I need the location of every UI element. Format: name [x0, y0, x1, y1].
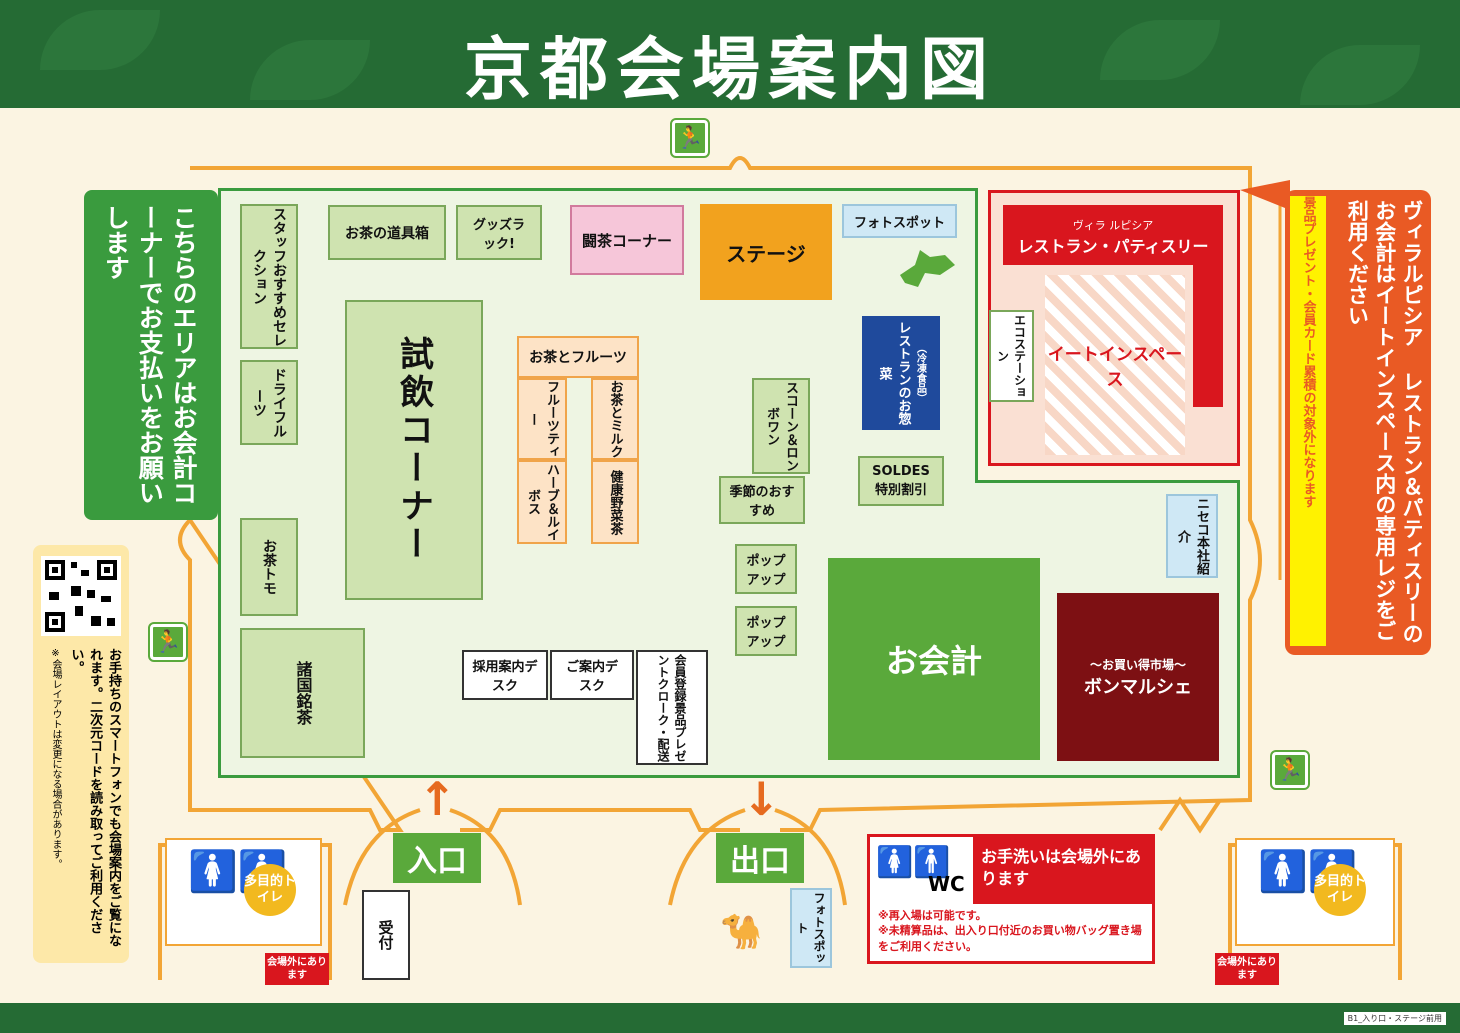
sozai-label: レストランのお惣菜: [876, 321, 911, 425]
camel-icon: 🐪: [720, 912, 763, 952]
bon-marche-title: ボンマルシェ: [1084, 676, 1192, 698]
booth-photo-spot-top[interactable]: フォトスポット: [842, 204, 957, 238]
booth-kenko-yasai[interactable]: 健康野菜茶: [591, 460, 639, 544]
wc-note: ※再入場は可能です。 ※未精算品は、出入り口付近のお買い物バッグ置き場をご利用く…: [878, 908, 1150, 954]
booth-shokoku-meicha[interactable]: 諸国銘茶: [240, 628, 365, 758]
booth-popup-1[interactable]: ポップアップ: [735, 544, 797, 594]
booth-scone[interactable]: スコーン＆ロンボワン: [752, 378, 810, 474]
booth-tocha-corner[interactable]: 闘茶コーナー: [570, 205, 684, 275]
payment-notice-text: こちらのエリアはお会計コーナーでお支払いをお願いします: [101, 205, 199, 505]
qr-code[interactable]: [41, 556, 121, 636]
exit-arrow-icon: ↓: [742, 772, 781, 826]
eco-station[interactable]: エコステーション: [989, 310, 1034, 402]
wc-note-bags: ※未精算品は、出入り口付近のお買い物バッグ置き場をご利用ください。: [878, 924, 1142, 953]
emergency-exit-icon: 🏃: [148, 622, 188, 662]
photo-spot-bottom[interactable]: フォトスポット: [790, 888, 832, 968]
qr-instructions: お手持ちのスマートフォンでも会場案内をご覧になれます。二次元コードを読み取ってご…: [68, 648, 121, 947]
notice-pointer: [1240, 180, 1290, 210]
desk-kaiin[interactable]: 会員登録景品プレゼントクローク・配送: [636, 650, 708, 765]
payment-notice-panel: [84, 190, 218, 520]
outside-note-right: 会場外にあります: [1215, 953, 1279, 985]
booth-staff-selection[interactable]: スタッフおすすめセレクション: [240, 204, 298, 349]
reception-desk[interactable]: 受付: [362, 890, 410, 980]
villa-label-main: レストラン・パティスリー: [1017, 237, 1209, 256]
booth-stage[interactable]: ステージ: [700, 204, 832, 300]
booth-soldes[interactable]: SOLDES 特別割引: [858, 456, 944, 506]
footer-banner: [0, 1003, 1460, 1033]
soldes-label: SOLDES: [872, 464, 930, 479]
emergency-exit-icon: 🏃: [1270, 750, 1310, 790]
entrance-label[interactable]: 入口: [393, 833, 481, 883]
booth-popup-2[interactable]: ポップアップ: [735, 606, 797, 656]
villa-restaurant-header[interactable]: ヴィラ ルピシア レストラン・パティスリー: [1003, 205, 1223, 265]
booth-ocha-dougu[interactable]: お茶の道具箱: [328, 205, 446, 260]
multi-toilet-badge: 多目的トイレ: [244, 864, 296, 916]
wc-notice-title: お手洗いは会場外にあります: [973, 836, 1154, 904]
booth-fruit-tea[interactable]: フルーツティー: [517, 378, 567, 460]
checkout-counter[interactable]: お会計: [828, 558, 1040, 760]
booth-niseko[interactable]: ニセコ本社紹介: [1166, 494, 1218, 578]
hokkaido-icon: [900, 250, 955, 287]
desk-annai[interactable]: ご案内デスク: [550, 650, 634, 700]
exit-label[interactable]: 出口: [716, 833, 804, 883]
map-title: 京都会場案内図: [463, 31, 996, 110]
booth-tea-milk[interactable]: お茶とミルク: [591, 378, 639, 460]
reito-label: （冷凍食品）: [914, 343, 926, 403]
villa-label-small: ヴィラ ルピシア: [1072, 219, 1154, 232]
footer-code: B1_入り口・ステージ前用: [1343, 1012, 1446, 1025]
booth-ocha-tomo[interactable]: お茶トモ: [240, 518, 298, 616]
qr-note: ※会場レイアウトは変更になる場合があります。: [50, 648, 61, 869]
desk-saiyo[interactable]: 採用案内デスク: [462, 650, 548, 700]
villa-counter: [1193, 262, 1223, 407]
restaurant-notice-sub: 景品プレゼント・会員カード累積の対象外になります: [1290, 196, 1326, 646]
bon-marche-sub: 〜お買い得市場〜: [1089, 657, 1186, 672]
qr-code-icon: [45, 560, 117, 632]
booth-dry-fruit[interactable]: ドライフルーツ: [240, 360, 298, 445]
booth-shiin-corner[interactable]: 試飲コーナー: [345, 300, 483, 600]
booth-herb-rooibos[interactable]: ハーブ＆ルイボス: [517, 460, 567, 544]
restaurant-notice-text: ヴィラルピシア レストラン＆パティスリーのお会計はイートインスペース内の専用レジ…: [1345, 200, 1424, 644]
booth-kisetsu[interactable]: 季節のおすすめ: [719, 476, 805, 524]
booth-tea-fruits-header[interactable]: お茶とフルーツ: [517, 336, 639, 378]
emergency-exit-icon: 🏃: [670, 118, 710, 158]
wc-note-reentry: ※再入場は可能です。: [878, 909, 987, 922]
booth-restaurant-sozai[interactable]: レストランのお惣菜 （冷凍食品）: [862, 316, 940, 430]
booth-goods-rack[interactable]: グッズラック!: [456, 205, 542, 260]
booth-bon-marche[interactable]: 〜お買い得市場〜 ボンマルシェ: [1057, 593, 1219, 761]
outside-note-left: 会場外にあります: [265, 953, 329, 985]
wc-restroom-icon: 🚺🚹: [876, 845, 951, 880]
multi-toilet-badge: 多目的トイレ: [1314, 864, 1366, 916]
wc-label: WC: [928, 872, 965, 896]
eat-in-space[interactable]: イートインスペース: [1045, 275, 1185, 455]
entrance-arrow-icon: ↑: [418, 772, 457, 826]
soldes-sub: 特別割引: [874, 483, 927, 498]
header-banner: [0, 0, 1460, 108]
